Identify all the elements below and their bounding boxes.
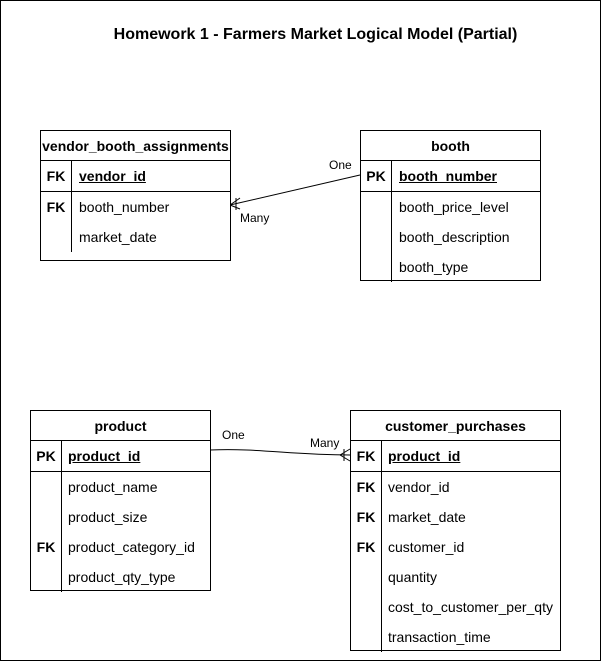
entity-title: product — [31, 411, 210, 441]
entity-customer-purchases[interactable]: customer_purchases FK product_id FK vend… — [350, 410, 561, 652]
key-badge: FK — [356, 448, 376, 464]
attribute-name: booth_type — [399, 259, 469, 275]
attribute-row[interactable]: product_name — [31, 472, 210, 502]
entity-title: booth — [361, 131, 540, 161]
attribute-name: product_qty_type — [68, 569, 176, 585]
attribute-row[interactable]: booth_price_level — [361, 192, 540, 222]
attribute-name: product_size — [68, 509, 148, 525]
attribute-name: market_date — [79, 229, 157, 245]
key-badge: FK — [46, 199, 66, 215]
attribute-name: customer_id — [388, 539, 465, 555]
attribute-name: booth_number — [79, 199, 170, 215]
attribute-row[interactable]: product_qty_type — [31, 562, 210, 592]
attribute-row[interactable]: FK vendor_id — [41, 161, 230, 192]
entity-vendor-booth-assignments[interactable]: vendor_booth_assignments FK vendor_id FK… — [40, 130, 231, 261]
key-badge: FK — [36, 539, 56, 555]
entity-booth[interactable]: booth PK booth_number booth_price_level … — [360, 130, 541, 282]
attribute-name: transaction_time — [388, 629, 491, 645]
key-badge: PK — [366, 168, 386, 184]
attribute-row[interactable]: PK booth_number — [361, 161, 540, 192]
cardinality-label-one: One — [222, 428, 245, 442]
attribute-row[interactable]: FK booth_number — [41, 192, 230, 222]
attribute-name: product_name — [68, 479, 158, 495]
key-badge: PK — [36, 448, 56, 464]
relationship-line-product-cp[interactable] — [209, 449, 351, 456]
entity-title: vendor_booth_assignments — [41, 131, 230, 161]
attribute-row[interactable]: cost_to_customer_per_qty — [351, 592, 560, 622]
relationship-line-booth-vba[interactable] — [229, 174, 361, 206]
crows-foot-many-icon — [229, 197, 241, 210]
attribute-name: market_date — [388, 509, 466, 525]
attribute-row[interactable]: FK product_id — [351, 441, 560, 472]
attribute-name: product_id — [388, 448, 461, 464]
attribute-name: quantity — [388, 569, 438, 585]
attribute-row[interactable]: PK product_id — [31, 441, 210, 472]
attribute-name: vendor_id — [388, 479, 450, 495]
attribute-name: product_category_id — [68, 539, 195, 555]
entity-title: customer_purchases — [351, 411, 560, 441]
attribute-row[interactable]: FK customer_id — [351, 532, 560, 562]
attribute-row[interactable]: FK product_category_id — [31, 532, 210, 562]
attribute-row[interactable]: booth_type — [361, 252, 540, 282]
attribute-name: vendor_id — [79, 168, 146, 184]
attribute-row[interactable]: quantity — [351, 562, 560, 592]
crows-foot-many-icon — [339, 448, 351, 462]
key-badge: FK — [356, 539, 376, 555]
key-badge: FK — [356, 479, 376, 495]
attribute-name: product_id — [68, 448, 141, 464]
attribute-row[interactable]: FK market_date — [351, 502, 560, 532]
entity-product[interactable]: product PK product_id product_name produ… — [30, 410, 211, 592]
attribute-row[interactable]: product_size — [31, 502, 210, 532]
attribute-row[interactable]: booth_description — [361, 222, 540, 252]
key-badge: FK — [46, 168, 66, 184]
diagram-title: Homework 1 - Farmers Market Logical Mode… — [113, 26, 518, 43]
cardinality-label-one: One — [329, 158, 352, 172]
attribute-name: booth_price_level — [399, 199, 509, 215]
attribute-name: booth_number — [399, 168, 497, 184]
cardinality-label-many: Many — [310, 436, 340, 450]
attribute-name: booth_description — [399, 229, 510, 245]
cardinality-label-many: Many — [240, 211, 270, 225]
attribute-row[interactable]: FK vendor_id — [351, 472, 560, 502]
attribute-row[interactable]: market_date — [41, 222, 230, 252]
attribute-name: cost_to_customer_per_qty — [388, 599, 553, 615]
attribute-row[interactable]: transaction_time — [351, 622, 560, 652]
key-badge: FK — [356, 509, 376, 525]
